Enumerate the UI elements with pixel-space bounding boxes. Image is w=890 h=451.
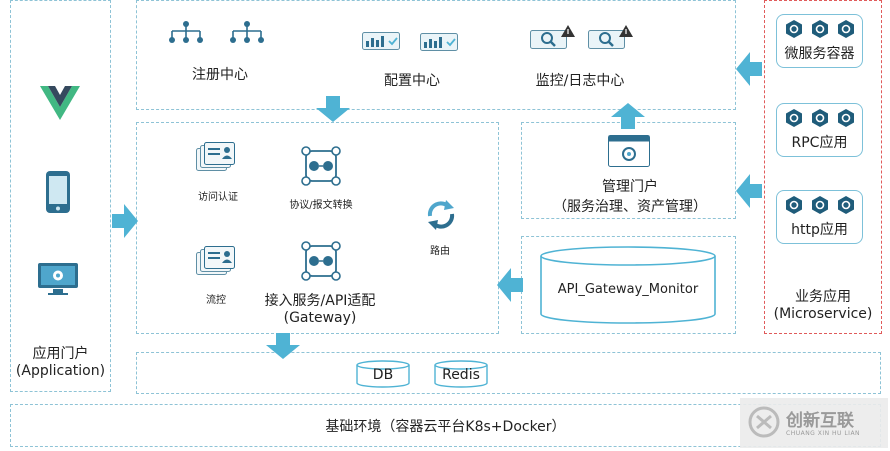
hexagon-gear-icon xyxy=(785,109,802,127)
monitor-log-center-label: 监控/日志中心 xyxy=(535,73,625,89)
api-adapter-icon xyxy=(301,241,341,281)
arrow-up-management-to-monitor xyxy=(611,103,645,129)
flow-control-label: 流控 xyxy=(206,295,226,306)
gateway-region xyxy=(136,122,499,334)
access-adapter-label: 接入服务/API适配 (Gateway) xyxy=(264,293,376,326)
hexagon-gear-icon xyxy=(811,109,828,127)
registry-center-label: 注册中心 xyxy=(192,67,248,83)
hexagon-gear-icon xyxy=(785,196,802,214)
db-cylinder xyxy=(356,360,410,388)
hexagon-gear-icon xyxy=(837,20,854,38)
arrow-down-registry-to-gateway xyxy=(316,96,350,122)
watermark-logo-icon xyxy=(748,406,780,438)
arrow-left-microservice-to-management xyxy=(736,174,762,208)
config-center-label: 配置中心 xyxy=(384,73,440,89)
config-dashboard-icon xyxy=(362,32,400,50)
microservice-container-label: 微服务容器 xyxy=(784,46,855,62)
watermark-pinyin: CHUANG XIN HU LIAN xyxy=(786,430,861,437)
desktop-monitor-icon xyxy=(38,263,78,295)
business-apps-region xyxy=(764,0,882,334)
registry-network-icon xyxy=(169,21,203,43)
hexagon-gear-icon xyxy=(837,196,854,214)
business-apps-label: 业务应用 (Microservice) xyxy=(773,289,873,322)
protocol-convert-icon xyxy=(301,146,341,186)
api-gateway-monitor-db xyxy=(540,246,716,324)
redis-label: Redis xyxy=(442,367,480,383)
watermark-brand: 创新互联 xyxy=(786,411,854,431)
access-auth-label: 访问认证 xyxy=(198,192,238,203)
routing-sync-icon xyxy=(427,200,455,230)
config-dashboard-icon-2 xyxy=(420,33,458,51)
watermark: 创新互联 CHUANG XIN HU LIAN xyxy=(740,398,888,448)
microservice-container-box: 微服务容器 xyxy=(776,14,863,68)
monitor-search-alert-icon-2 xyxy=(588,25,633,49)
hexagon-gear-icon xyxy=(811,196,828,214)
monitor-search-alert-icon xyxy=(530,25,575,49)
db-label: DB xyxy=(372,367,394,383)
http-app-label: http应用 xyxy=(791,222,848,238)
hexagon-gear-icon xyxy=(837,109,854,127)
rpc-app-label: RPC应用 xyxy=(791,135,848,151)
arrow-left-microservice-to-monitor xyxy=(736,52,762,86)
api-gateway-monitor-label: API_Gateway_Monitor xyxy=(557,282,699,297)
protocol-convert-label: 协议/报文转换 xyxy=(289,200,353,211)
storage-region xyxy=(136,352,881,394)
application-portal-label: 应用门户 (Application) xyxy=(15,346,106,379)
routing-label: 路由 xyxy=(430,246,450,257)
application-portal-region xyxy=(10,0,111,392)
mobile-phone-icon xyxy=(46,171,70,213)
top-services-region xyxy=(136,0,736,110)
management-portal-label: 管理门户 （服务治理、资产管理） xyxy=(553,179,707,215)
id-card-icon xyxy=(196,142,235,171)
hexagon-gear-icon xyxy=(785,20,802,38)
base-env-label: 基础环境（容器云平台K8s+Docker） xyxy=(325,419,566,435)
redis-cylinder xyxy=(434,360,488,388)
http-app-box: http应用 xyxy=(776,190,863,244)
hexagon-gear-icon xyxy=(811,20,828,38)
arrow-down-gateway-to-storage xyxy=(266,333,300,359)
registry-network-icon-2 xyxy=(230,21,264,43)
arrow-left-monitor-db-to-gateway xyxy=(497,268,523,302)
flow-control-card-icon xyxy=(196,246,235,275)
vue-logo-icon xyxy=(40,86,80,120)
rpc-app-box: RPC应用 xyxy=(776,103,863,157)
arrow-right-app-to-gateway xyxy=(112,204,138,238)
management-portal-icon xyxy=(608,135,650,167)
